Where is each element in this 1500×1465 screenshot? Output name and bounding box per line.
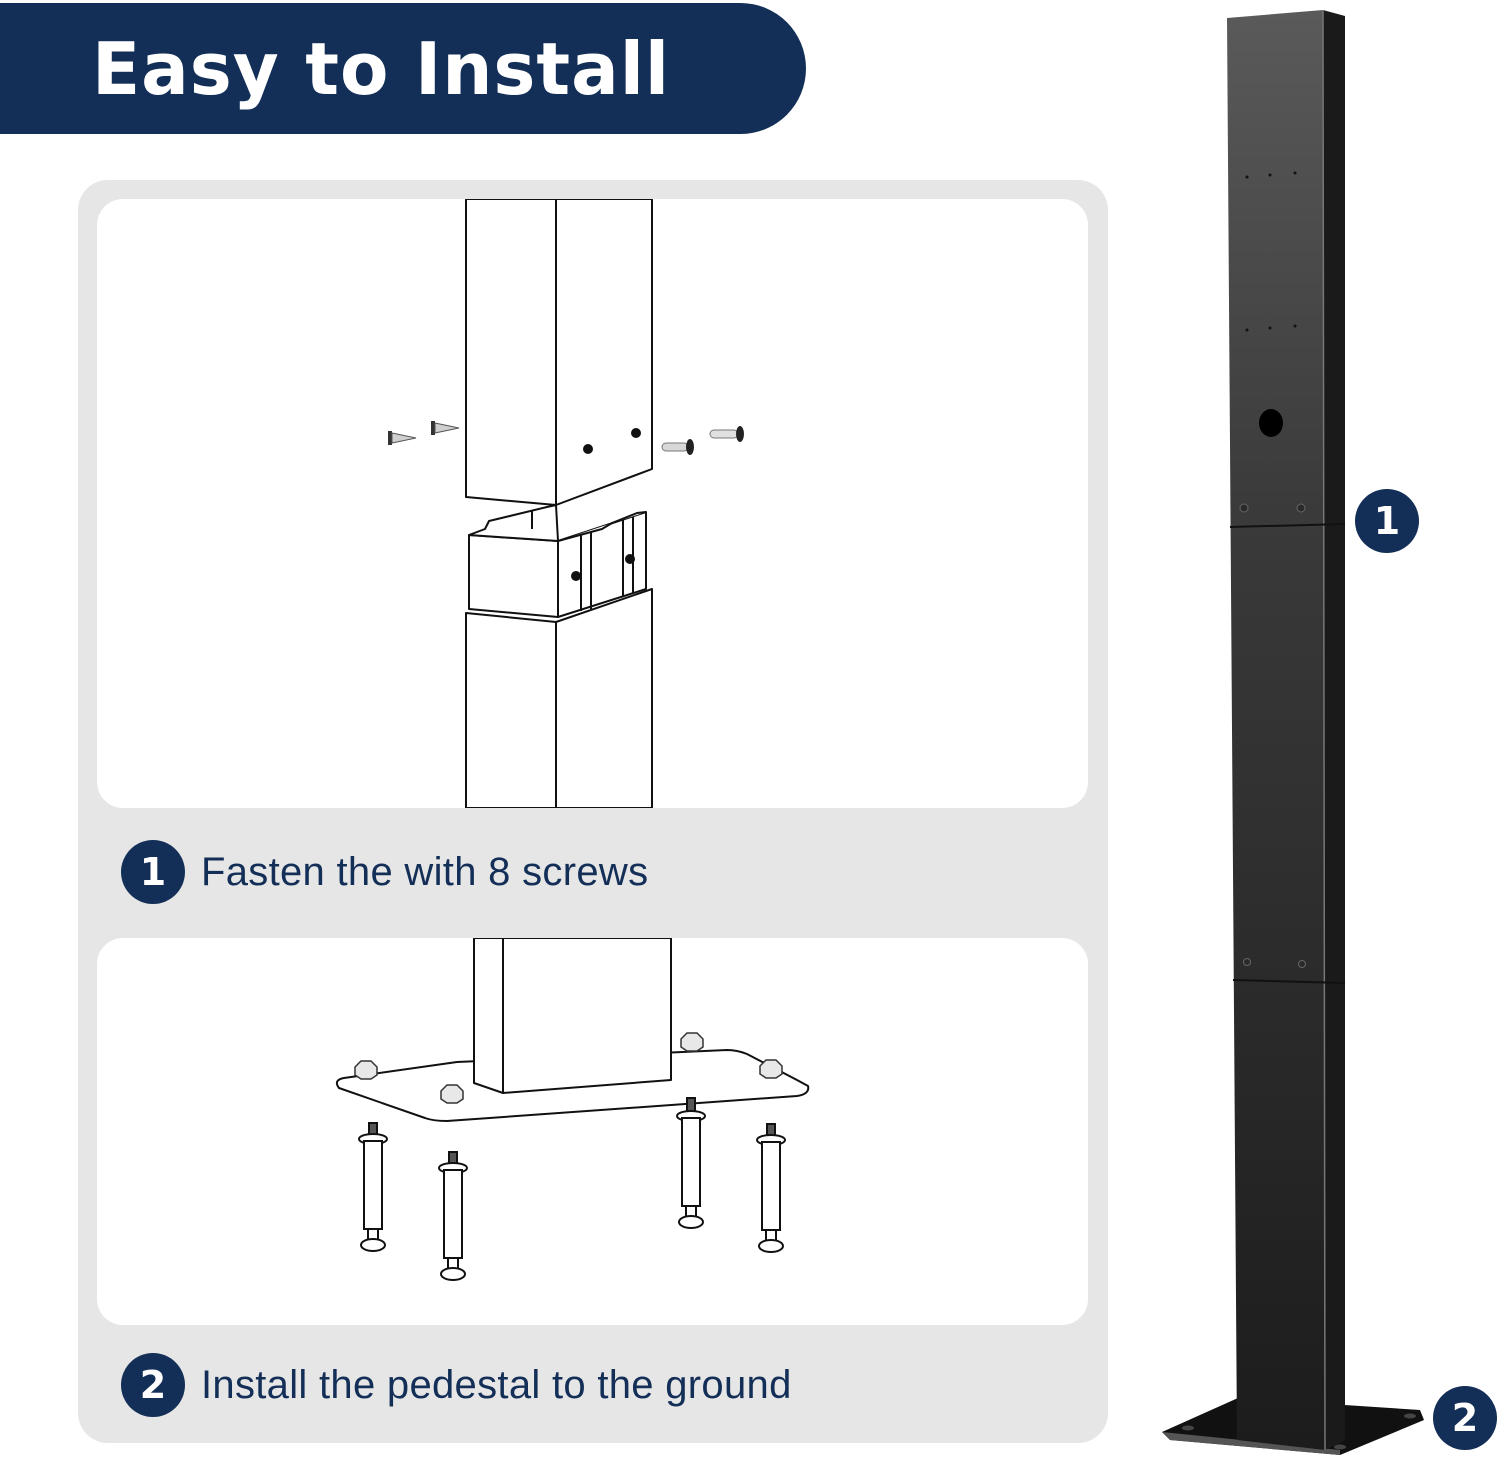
step-2-illustration [97,938,1088,1325]
pedestal-post-image [1162,9,1424,1455]
cable-hole [1259,409,1283,437]
step-2-text: Install the pedestal to the ground [201,1362,792,1407]
callout-2-badge: 2 [1433,1386,1497,1450]
step-2-number-badge: 2 [121,1353,185,1417]
screw-icons [388,421,744,455]
step-1-text: Fasten the with 8 screws [201,849,649,894]
step-2-caption: 2 Install the pedestal to the ground [121,1353,792,1417]
step-1-caption: 1 Fasten the with 8 screws [121,840,648,904]
callout-1-badge: 1 [1355,489,1419,553]
step-1-illustration [97,199,1088,808]
anchor-bolt-icons [358,1097,786,1281]
pole-joint-diagram [388,199,744,808]
installation-steps-card: 1 Fasten the with 8 screws [78,180,1108,1443]
step-1-number-badge: 1 [121,840,185,904]
header-banner: Easy to Install [0,3,806,134]
page-title: Easy to Install [92,26,671,111]
nut-icons [354,1032,783,1104]
base-plate-diagram [335,938,810,1281]
